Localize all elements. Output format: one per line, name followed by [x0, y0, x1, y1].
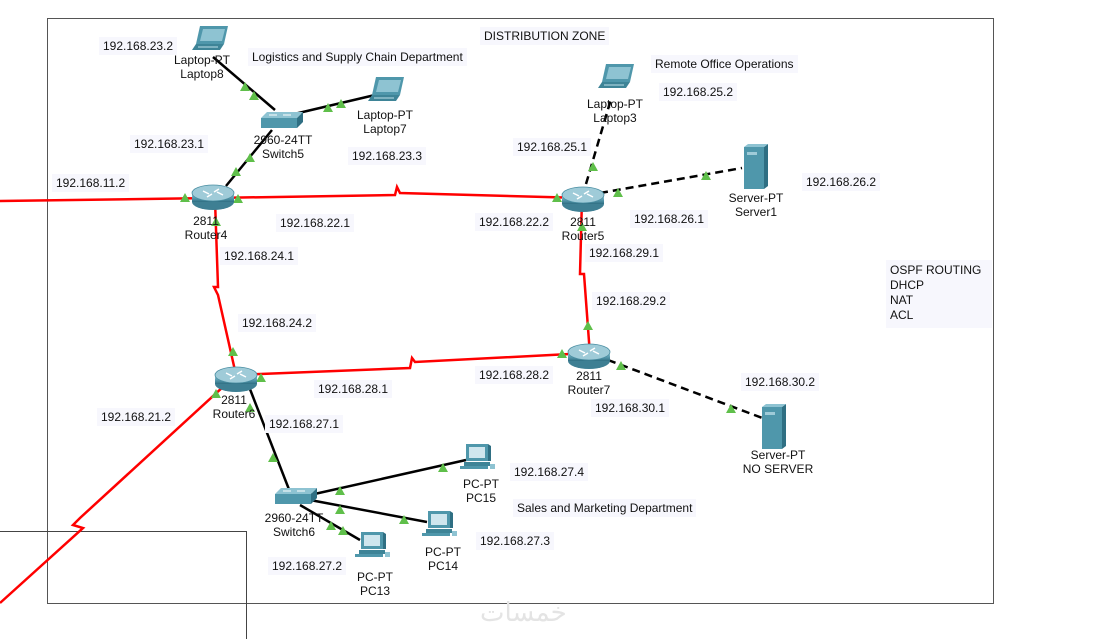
ip-label-r5-r4: 192.168.22.2: [475, 213, 554, 231]
link-sw6-pc13[interactable]: [299, 503, 361, 542]
ip-label-r6-sw6: 192.168.27.1: [265, 415, 344, 433]
note-dhcp: DHCP: [890, 278, 925, 292]
ip-label-server1: 192.168.26.2: [802, 173, 881, 191]
link-r6-external[interactable]: [0, 374, 237, 604]
pc14-icon[interactable]: [422, 511, 457, 536]
ip-label-r4-r5: 192.168.22.1: [276, 214, 355, 232]
link-r4-r6[interactable]: [211, 199, 238, 376]
dept-label-remote: Remote Office Operations: [651, 55, 798, 73]
ip-label-laptop3: 192.168.25.2: [659, 83, 738, 101]
router4-icon[interactable]: [191, 184, 235, 211]
link-laptop8-sw5[interactable]: [212, 56, 276, 111]
ip-label-pc15: 192.168.27.4: [510, 463, 589, 481]
ip-label-r5-server1: 192.168.26.1: [630, 210, 709, 228]
link-r5-r7[interactable]: [578, 197, 592, 356]
switch6-icon[interactable]: [274, 487, 318, 505]
config-notes: OSPF ROUTING DHCP NAT ACL: [886, 260, 992, 328]
noserver-icon[interactable]: [762, 404, 786, 449]
ip-label-r5-r7: 192.168.29.1: [585, 244, 664, 262]
ip-label-sw5-gateway: 192.168.23.1: [130, 135, 209, 153]
watermark: خمسات: [480, 598, 567, 628]
link-r4-r5[interactable]: [212, 183, 584, 200]
link-r7-noserver[interactable]: [607, 358, 766, 421]
dept-label-logistics: Logistics and Supply Chain Department: [248, 48, 467, 66]
pc15-icon[interactable]: [460, 444, 495, 469]
ip-label-r6-r7: 192.168.28.1: [314, 380, 393, 398]
link-r6-r7[interactable]: [235, 351, 590, 377]
ip-label-laptop7: 192.168.23.3: [348, 147, 427, 165]
ip-label-r4-external: 192.168.11.2: [52, 174, 130, 192]
pc13-icon[interactable]: [355, 532, 390, 557]
link-r5-server1[interactable]: [599, 166, 743, 195]
ip-label-r6-r4: 192.168.24.2: [238, 314, 317, 332]
switch5-icon[interactable]: [260, 111, 304, 129]
zone-title: DISTRIBUTION ZONE: [480, 27, 610, 45]
router7-icon[interactable]: [567, 343, 611, 370]
link-r6-sw6[interactable]: [246, 383, 292, 493]
laptop7-icon[interactable]: [367, 76, 405, 102]
note-acl: ACL: [890, 308, 914, 322]
ip-label-r4-r6: 192.168.24.1: [220, 247, 299, 265]
ip-label-pc14: 192.168.27.3: [476, 532, 555, 550]
link-sw5-laptop7[interactable]: [289, 93, 376, 117]
laptop8-icon[interactable]: [191, 25, 229, 51]
ip-label-laptop8: 192.168.23.2: [99, 37, 178, 55]
laptop3-icon[interactable]: [597, 63, 635, 89]
adjacent-zone-boundary: [0, 531, 247, 639]
note-ospf: OSPF ROUTING: [890, 263, 982, 277]
distribution-zone-boundary: [47, 18, 994, 604]
ip-label-r6-external: 192.168.21.2: [97, 408, 176, 426]
ip-label-r7-noserver: 192.168.30.1: [591, 399, 670, 417]
link-sw6-pc15[interactable]: [309, 458, 467, 497]
ip-label-r7-r5: 192.168.29.2: [592, 292, 671, 310]
note-nat: NAT: [890, 293, 914, 307]
router5-icon[interactable]: [561, 186, 605, 213]
link-r4-external[interactable]: [0, 196, 214, 203]
link-sw6-pc14[interactable]: [309, 498, 428, 524]
ip-label-noserver: 192.168.30.2: [741, 373, 820, 391]
ip-label-r7-r6: 192.168.28.2: [475, 366, 554, 384]
server1-icon[interactable]: [744, 144, 768, 189]
router6-icon[interactable]: [214, 366, 258, 393]
ip-label-pc13: 192.168.27.2: [268, 557, 347, 575]
ip-label-r5-laptop3: 192.168.25.1: [513, 138, 592, 156]
dept-label-sales: Sales and Marketing Department: [513, 499, 697, 517]
